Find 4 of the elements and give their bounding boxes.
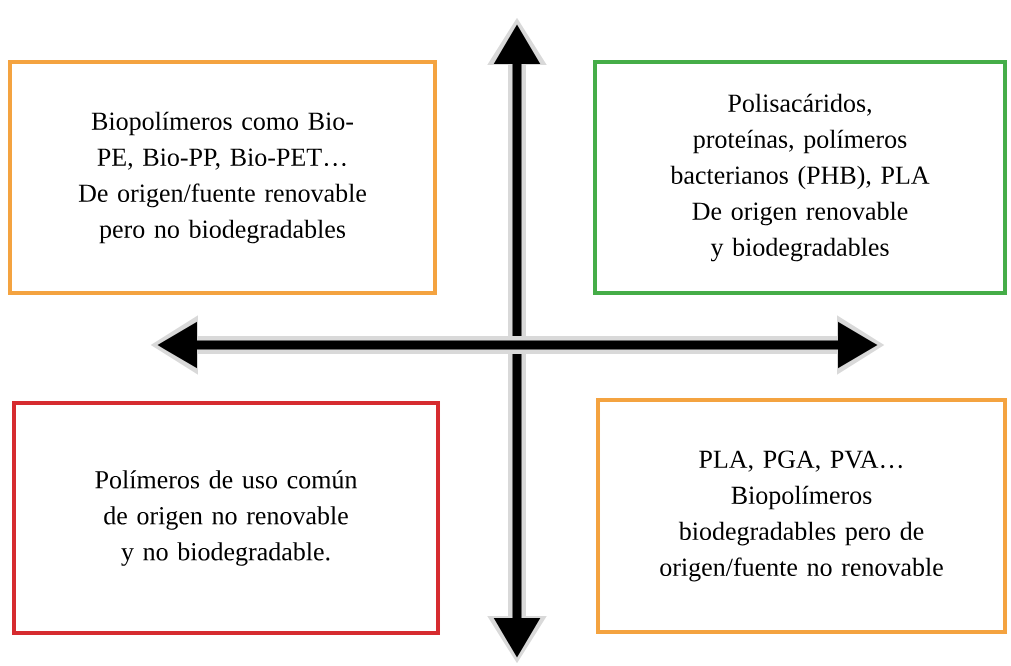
text-box: Polisacáridos, proteínas, polímeros bacterianos (PHB), PLA De origen renovable y biodegradables (593, 60, 1007, 295)
text-box: Biopolímeros como Bio-PE, Bio-PP, Bio-PET… De origen/fuente renovable pero no biodegradables (8, 60, 437, 295)
text-box: Polímeros de uso común de origen no renovable y no biodegradable. (12, 401, 440, 635)
text-box: PLA, PGA, PVA… Biopolímeros biodegradables pero de origen/fuente no renovable (596, 398, 1007, 634)
